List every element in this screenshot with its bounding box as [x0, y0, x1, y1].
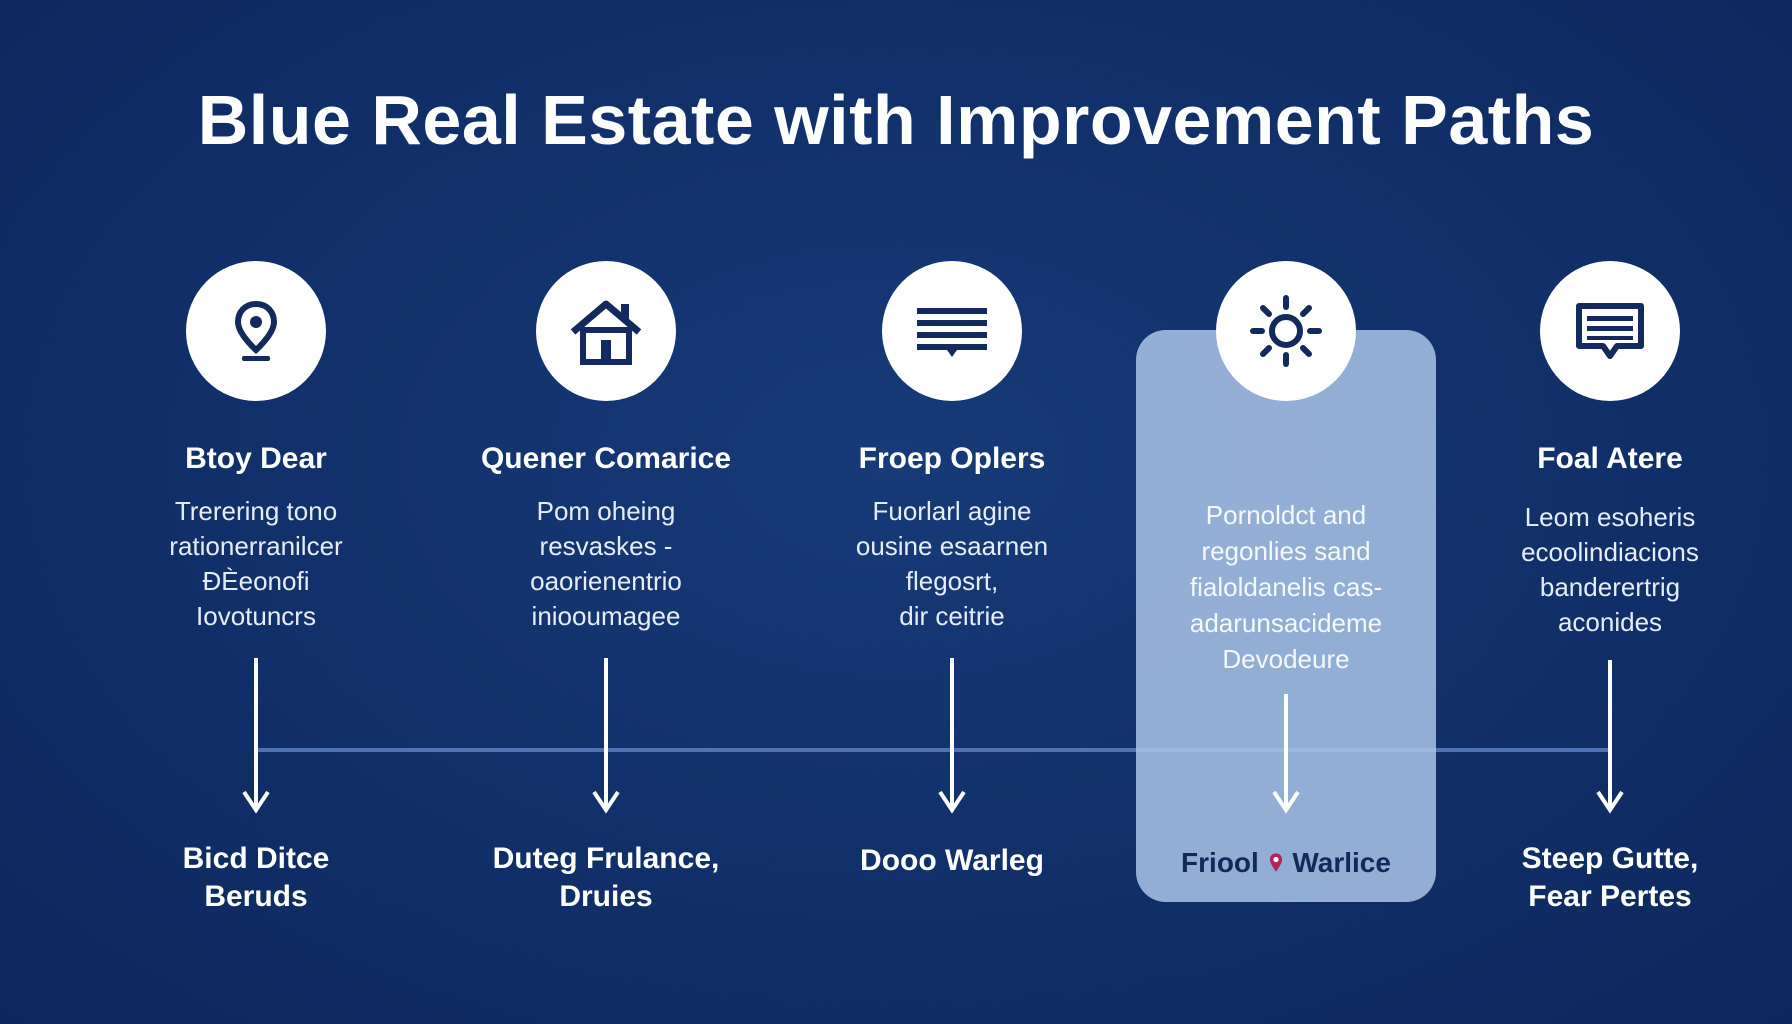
step-1: Btoy Dear Trerering tono rationerranilce… — [106, 0, 406, 1024]
down-arrow-icon — [1272, 694, 1300, 814]
step-5: Foal Atere Leom esoheris ecoolindiacions… — [1460, 0, 1760, 1024]
step-4: Pornoldct and regonlies sand fialoldanel… — [1136, 0, 1436, 1024]
step-2-icon-circle — [536, 261, 676, 401]
down-arrow-icon — [1596, 660, 1624, 814]
down-arrow-icon — [938, 658, 966, 814]
down-arrow-icon — [592, 658, 620, 814]
step-2-description: Pom oheing resvaskes - oaorienentrio ini… — [530, 496, 682, 631]
step-1-description: Trerering tono rationerranilcer ÐЀeonofi… — [169, 496, 343, 631]
step-2-outcome: Duteg Frulance, Druies — [492, 842, 720, 913]
step-5-outcome: Steep Gutte, Fear Pertes — [1521, 842, 1699, 913]
step-3-description: Fuorlarl agine ousine esaarnen flegosrt,… — [855, 496, 1049, 631]
step-5-icon-circle — [1540, 261, 1680, 401]
map-pin-icon — [1269, 853, 1282, 872]
step-4-description: Pornoldct and regonlies sand fialoldanel… — [1189, 500, 1383, 674]
location-pin-icon — [234, 300, 278, 361]
step-4-outcome: Friool Warlice — [1181, 847, 1391, 878]
down-arrow-icon — [242, 658, 270, 814]
list-lines-icon — [917, 308, 987, 357]
step-1-icon-circle — [186, 261, 326, 401]
step-1-outcome: Bicd Ditce Beruds — [182, 842, 330, 913]
step-1-title: Btoy Dear — [185, 442, 327, 475]
step-3-outcome: Dooo Warleg — [860, 844, 1044, 877]
page-title: Blue Real Estate with Improvement Paths — [197, 81, 1595, 159]
step-3: Froep Oplers Fuorlarl agine ousine esaar… — [802, 0, 1102, 1024]
step-5-description: Leom esoheris ecoolindiacions banderertr… — [1521, 502, 1699, 637]
house-icon — [570, 300, 642, 365]
step-4-icon-circle — [1216, 261, 1356, 401]
step-2: Quener Comarice Pom oheing resvaskes - o… — [456, 0, 756, 1024]
timeline-line — [258, 748, 1610, 752]
step-2-title: Quener Comarice — [480, 442, 732, 475]
sun-gear-icon — [1250, 295, 1322, 367]
step-3-icon-circle — [882, 261, 1022, 401]
step-3-title: Froep Oplers — [858, 442, 1046, 475]
document-banner-icon — [1576, 303, 1644, 359]
step-5-title: Foal Atere — [1537, 442, 1683, 475]
